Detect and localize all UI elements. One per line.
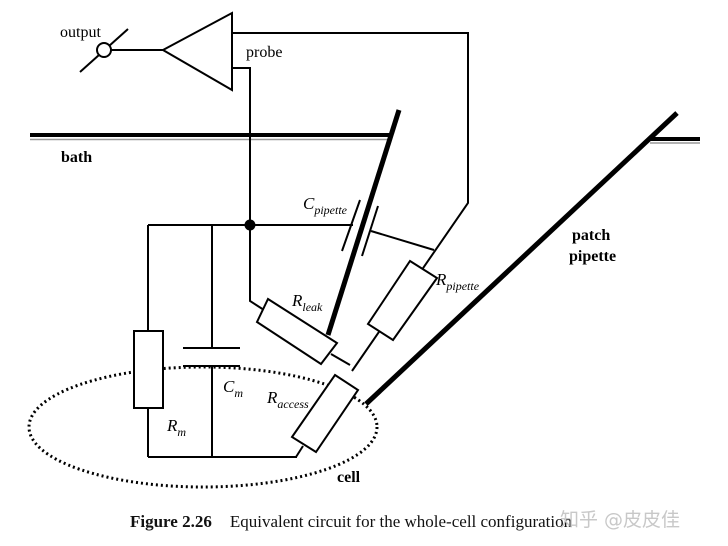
output-terminal-icon [96, 42, 112, 58]
r-pipette-label: Rpipette [435, 270, 480, 293]
pipette-wall-inner [325, 109, 402, 336]
c-m-label: Cm [223, 377, 243, 400]
r-m-label: Rm [166, 416, 186, 439]
c-pipette-plate-1 [341, 199, 361, 252]
figure-caption-text: Equivalent circuit for the whole-cell co… [229, 512, 573, 531]
probe-label: probe [246, 44, 282, 61]
watermark: 知乎 @皮皮佳 [560, 509, 681, 531]
r-access-bottom-wire [295, 445, 304, 458]
c-pipette-plate-2 [361, 205, 379, 257]
r-m-resistor [133, 330, 164, 409]
pipette-wall-outer [364, 111, 679, 406]
figure-number: Figure 2.26 [130, 512, 212, 531]
output-label: output [60, 24, 101, 41]
r-leak-to-access-wire [330, 353, 351, 366]
patch-pipette-label-line2: pipette [569, 248, 616, 265]
r-access-label: Raccess [266, 388, 309, 411]
amplifier-icon [160, 11, 233, 92]
r-leak-resistor [255, 297, 339, 366]
r-access-resistor [290, 373, 360, 454]
figure-caption: Figure 2.26 Equivalent circuit for the wh… [130, 512, 572, 532]
c-pipette-label: Cpipette [303, 194, 348, 217]
probe-wire [232, 67, 251, 225]
bath-label: bath [61, 149, 92, 166]
cell-label: cell [337, 469, 361, 486]
r-pipette-resistor [366, 259, 439, 342]
r-leak-label: Rleak [291, 291, 323, 314]
patch-pipette-label-line1: patch [572, 227, 610, 244]
cell-membrane-outline [27, 365, 379, 489]
c-pipette-wire [370, 230, 435, 251]
r-leak-wire [249, 225, 265, 311]
